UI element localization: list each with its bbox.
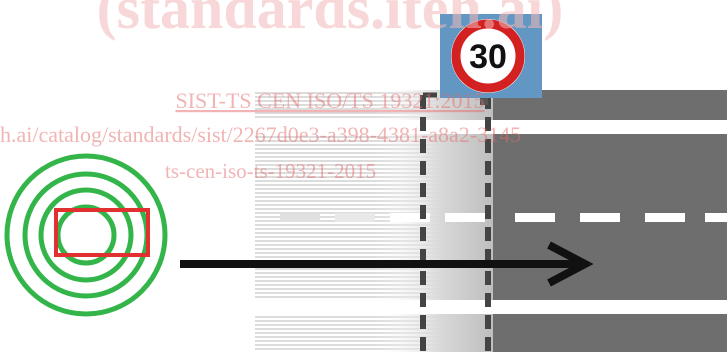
- watermark-code: SIST-TS CEN ISO/TS 19321:2015: [175, 88, 484, 113]
- watermark-url: h.ai/catalog/standards/sist/2267d0e3-a39…: [0, 122, 521, 147]
- watermark-title: (standards.iteh.ai): [97, 0, 564, 41]
- speed-limit-value: 30: [469, 38, 507, 76]
- detection-range-rings: [7, 156, 165, 314]
- vehicle-box: [56, 210, 148, 255]
- watermark-slug: ts-cen-iso-ts-19321-2015: [165, 159, 376, 183]
